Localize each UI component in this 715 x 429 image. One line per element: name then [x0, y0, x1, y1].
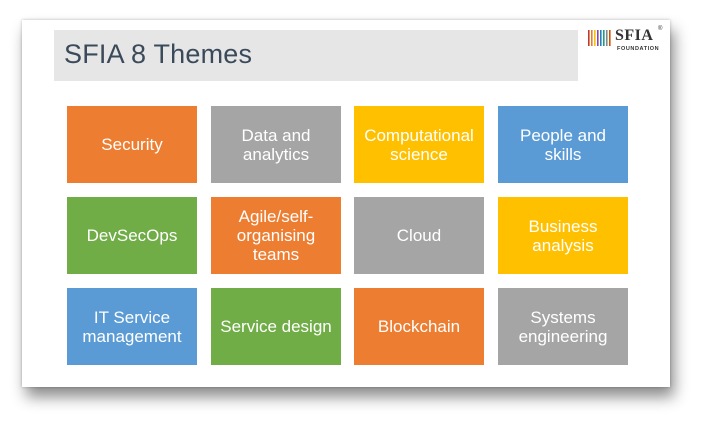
- theme-tile-data-and-analytics: Data and analytics: [211, 106, 341, 183]
- theme-label: IT Service management: [82, 307, 182, 346]
- theme-tile-business-analysis: Business analysis: [498, 197, 628, 274]
- theme-label: Computational science: [364, 125, 474, 164]
- theme-label: Data and analytics: [241, 125, 311, 164]
- theme-tile-cloud: Cloud: [354, 197, 484, 274]
- theme-label: Security: [101, 135, 163, 154]
- theme-tile-people-and-skills: People and skills: [498, 106, 628, 183]
- theme-label: DevSecOps: [86, 226, 178, 245]
- logo-word: SFIA: [615, 27, 654, 44]
- title-bar: SFIA 8 Themes: [54, 30, 578, 81]
- theme-tile-computational-science: Computational science: [354, 106, 484, 183]
- logo-registered-mark: ®: [658, 26, 663, 32]
- slide: SFIA 8 Themes SFIA ® FOUNDATION Security…: [22, 20, 670, 387]
- theme-label: Cloud: [396, 226, 442, 245]
- sfia-foundation-logo: SFIA ® FOUNDATION: [588, 26, 668, 58]
- theme-label: People and skills: [519, 125, 607, 164]
- logo-subtitle: FOUNDATION: [617, 46, 660, 52]
- slide-title: SFIA 8 Themes: [64, 39, 253, 69]
- theme-label: Systems engineering: [518, 307, 608, 346]
- theme-tile-blockchain: Blockchain: [354, 288, 484, 365]
- theme-tile-systems-engineering: Systems engineering: [498, 288, 628, 365]
- theme-label: Business analysis: [528, 216, 598, 255]
- theme-tile-devsecops: DevSecOps: [67, 197, 197, 274]
- logo-bars-icon: [588, 30, 611, 46]
- theme-label: Blockchain: [377, 317, 461, 336]
- theme-tile-agile-self-organising-teams: Agile/self-organising teams: [211, 197, 341, 274]
- theme-label: Agile/self-organising teams: [236, 207, 316, 264]
- theme-tile-it-service-management: IT Service management: [67, 288, 197, 365]
- theme-tile-service-design: Service design: [211, 288, 341, 365]
- theme-tile-security: Security: [67, 106, 197, 183]
- theme-label: Service design: [220, 317, 332, 336]
